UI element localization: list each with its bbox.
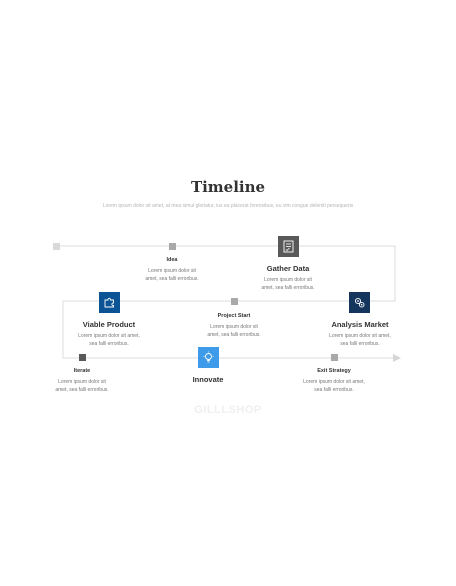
exit-strategy-marker: [331, 354, 338, 361]
innovate-label: Innovate: [192, 375, 224, 384]
gather-data-desc-line1: Lorem ipsum dolor sit: [264, 277, 312, 283]
viable-product-desc-line2: sea falli erroribus.: [89, 340, 129, 347]
checklist-icon: [283, 240, 294, 253]
idea-description: Lorem ipsum dolor sit amet, sea falli er…: [127, 268, 217, 283]
analysis-market-description: Lorem ipsum dolor sit amet, sea falli er…: [315, 333, 405, 348]
idea-desc-line2: amet, sea falli erroribus.: [145, 275, 199, 282]
page-subtitle: Lorem ipsum dolor sit amet, at mea simul…: [102, 203, 354, 209]
analysis-market-label: Analysis Market: [331, 320, 389, 329]
iterate-description: Lorem ipsum dolor sit amet, sea falli er…: [37, 379, 127, 394]
lightbulb-icon: [203, 351, 214, 363]
analysis-market-iconbox: [349, 292, 370, 313]
gather-data-desc-line2: amet, sea falli erroribus.: [261, 284, 315, 291]
project-start-label: Project Start: [217, 313, 251, 319]
viable-product-iconbox: [99, 292, 120, 313]
idea-desc-line1: Lorem ipsum dolor sit: [148, 268, 196, 274]
exit-strategy-label: Exit Strategy: [317, 368, 351, 374]
viable-product-label: Viable Product: [82, 320, 136, 329]
gather-data-description: Lorem ipsum dolor sit amet, sea falli er…: [243, 277, 333, 292]
watermark: GILLLSHOP: [194, 404, 262, 416]
project-start-description: Lorem ipsum dolor sit amet, sea falli er…: [189, 324, 279, 339]
analysis-market-desc-line1: Lorem ipsum dolor sit amet,: [329, 333, 391, 339]
idea-marker: [169, 243, 176, 250]
exit-strategy-description: Lorem ipsum dolor sit amet, sea falli er…: [289, 379, 379, 394]
project-start-desc-line1: Lorem ipsum dolor sit: [210, 324, 258, 330]
gather-data-label: Gather Data: [266, 264, 310, 273]
analysis-market-desc-line2: sea falli erroribus.: [340, 340, 380, 347]
iterate-desc-line2: amet, sea falli erroribus.: [55, 386, 109, 393]
exit-strategy-desc-line2: sea falli erroribus.: [314, 386, 354, 393]
timeline-arrow-head: [393, 354, 401, 362]
viable-product-desc-line1: Lorem ipsum dolor sit amet,: [78, 333, 140, 339]
iterate-label: Iterate: [73, 368, 91, 374]
viable-product-description: Lorem ipsum dolor sit amet, sea falli er…: [64, 333, 154, 348]
timeline-line: [57, 245, 396, 359]
innovate-iconbox: [198, 347, 219, 368]
iterate-desc-line1: Lorem ipsum dolor sit: [58, 379, 106, 385]
gather-data-iconbox: [278, 236, 299, 257]
timeline-start-marker: [53, 243, 60, 250]
project-start-marker: [231, 298, 238, 305]
page-title: Timeline: [190, 178, 266, 196]
iterate-marker: [79, 354, 86, 361]
puzzle-icon: [104, 297, 114, 308]
gears-icon: [354, 297, 365, 308]
idea-label: Idea: [166, 257, 178, 263]
project-start-desc-line2: amet, sea falli erroribus.: [207, 331, 261, 338]
exit-strategy-desc-line1: Lorem ipsum dolor sit amet,: [303, 379, 365, 385]
